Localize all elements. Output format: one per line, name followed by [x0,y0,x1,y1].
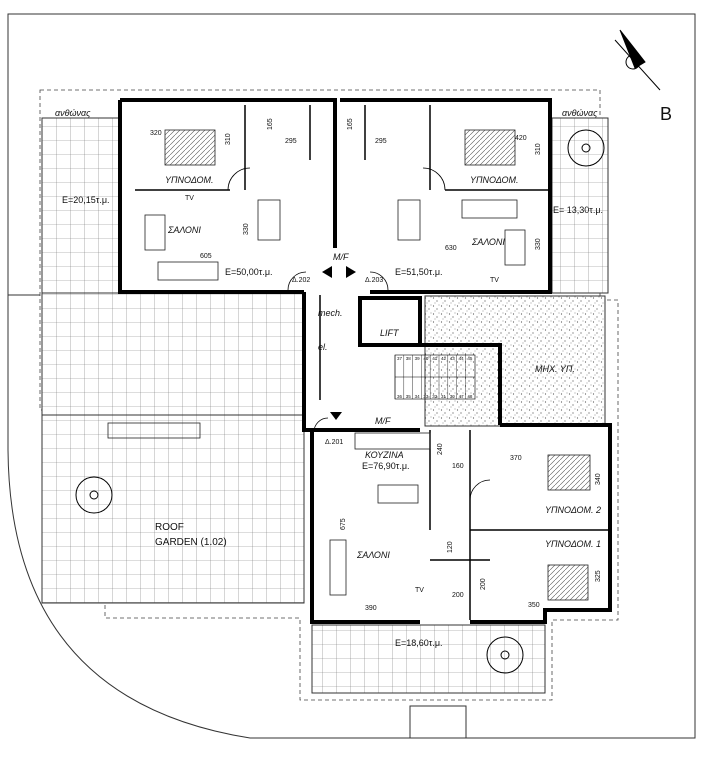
stair-step-number: 43 [450,356,456,361]
label-anthonas-right: ανθώνας [562,108,598,118]
stair-step-number: 42 [441,356,447,361]
right-terrace [551,117,609,294]
dim-370: 370 [510,455,522,462]
dim-295b: 295 [375,138,387,145]
apt-201: Δ.201 [325,439,343,446]
label-ypnodom-2: ΥΠΝΟΔΟΜ. 2 [545,505,601,515]
dim-165b: 165 [347,118,354,130]
stair-step-number: 30 [450,394,456,399]
label-tv-3: TV [415,587,424,594]
stair-step-number: 40 [423,356,429,361]
label-ypnodom-1: ΥΠΝΟΔΟΜ. 1 [545,539,601,549]
walls [118,98,612,624]
dim-320: 320 [150,130,162,137]
dim-340: 340 [595,473,602,485]
apt-203: Δ.203 [365,277,383,284]
dim-350: 350 [528,602,540,609]
label-saloni-right: ΣΑΛΟΝΙ [471,237,505,247]
label-tv-2: TV [490,277,499,284]
label-mf-top: M/F [333,252,349,262]
stair-step-number: 32 [432,394,438,399]
label-saloni-left: ΣΑΛΟΝΙ [167,225,201,235]
area-kouzina: E=76,90τ.μ. [362,461,410,471]
spiral-stairs [75,129,605,674]
apartment-ids: Δ.202 Δ.203 Δ.201 [292,277,383,446]
dim-630: 630 [445,245,457,252]
label-kouzina: ΚΟΥΖΙΝΑ [365,450,404,460]
area-labels: E=20,15τ.μ. E= 13,30τ.μ. E=50,00τ.μ. E=5… [62,195,603,648]
area-bottom-terrace: E=18,60τ.μ. [395,638,443,648]
stair-step-number: 41 [432,356,438,361]
label-tv-1: TV [185,195,194,202]
mhx-area [424,295,606,427]
dim-200b: 200 [452,592,464,599]
dim-330a: 330 [243,223,250,235]
area-right-terrace: E= 13,30τ.μ. [553,205,603,215]
room-labels: ανθώνας ανθώνας ΥΠΝΟΔΟΜ. ΥΠΝΟΔΟΜ. ΣΑΛΟΝΙ… [55,108,601,594]
stair-step-number: 47 [459,394,465,399]
furniture [107,129,591,601]
area-left-terrace: E=20,15τ.μ. [62,195,110,205]
dim-240: 240 [437,443,444,455]
stair-step-number: 31 [441,394,447,399]
dim-310b: 310 [535,143,542,155]
compass-icon [614,29,661,91]
label-roof: ROOF [155,522,184,533]
dim-120: 120 [447,541,454,553]
stair-step-number: 34 [415,394,421,399]
stair-step-number: 37 [397,356,403,361]
dim-420: 420 [515,135,527,142]
area-apt-right: E=51,50τ.μ. [395,267,443,277]
label-mech: mech. [318,308,343,318]
label-lift: LIFT [380,328,400,338]
site-boundary [7,13,696,739]
doors [227,167,491,501]
dim-605: 605 [200,253,212,260]
roof-garden [41,414,305,604]
entrance-arrows [322,266,356,420]
interior-walls [135,105,610,620]
label-ypnodom-right: ΥΠΝΟΔΟΜ. [470,175,519,185]
dim-310a: 310 [225,133,232,145]
stair-step-number: 45 [467,356,473,361]
stair-step-number: 39 [415,356,421,361]
dim-325: 325 [595,570,602,582]
compass-letter: B [660,104,672,124]
dim-295a: 295 [285,138,297,145]
mid-roof [41,292,305,416]
label-saloni-bottom: ΣΑΛΟΝΙ [356,550,390,560]
dim-160: 160 [452,463,464,470]
bottom-terrace [311,624,546,694]
stair-step-number: 35 [406,394,412,399]
dim-330b: 330 [535,238,542,250]
stair-step-number: 33 [423,394,429,399]
label-el: el. [318,342,328,352]
label-anthonas-left: ανθώνας [55,108,91,118]
stair-step-number: 44 [459,356,465,361]
label-mf-mid: M/F [375,416,391,426]
dim-165a: 165 [267,118,274,130]
dim-390: 390 [365,605,377,612]
area-apt-left: E=50,00τ.μ. [225,267,273,277]
stair-step-number: 48 [467,394,473,399]
left-terrace [41,117,121,294]
dim-675: 675 [340,518,347,530]
label-garden: GARDEN (1.02) [155,537,227,548]
label-ypnodom-left: ΥΠΝΟΔΟΜ. [165,175,214,185]
stair-step-number: 36 [397,394,403,399]
dim-200a: 200 [480,578,487,590]
stair-step-number: 38 [406,356,412,361]
label-mhx: ΜΗΧ. ΥΠ. [535,364,575,374]
apt-202: Δ.202 [292,277,310,284]
dimension-labels: 320 310 165 295 165 295 420 310 330 605 … [150,118,602,612]
terraces [41,117,609,694]
